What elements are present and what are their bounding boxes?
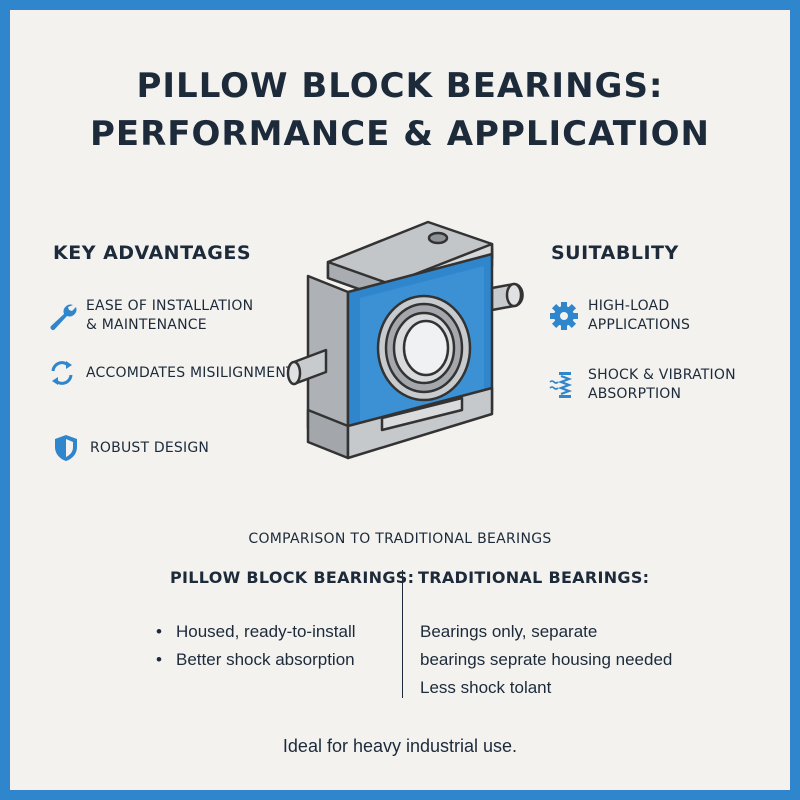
column-divider — [402, 570, 403, 698]
spring-icon — [548, 369, 580, 401]
list-item: Housed, ready-to-install — [156, 618, 356, 646]
wrench-icon — [46, 300, 78, 332]
rotate-arrows-icon — [46, 357, 78, 389]
advantage-label: EASE OF INSTALLATION & MAINTENANCE — [86, 298, 254, 333]
pillow-block-bearing-illustration — [286, 220, 524, 460]
suitability-item-high-load: HIGH-LOAD APPLICATIONS — [548, 297, 690, 335]
traditional-list: Bearings only, separate bearings seprate… — [420, 618, 672, 702]
suitability-item-shock: SHOCK & VIBRATION ABSORPTION — [548, 366, 736, 404]
list-item: Bearings only, separate — [420, 622, 598, 641]
advantage-label: ACCOMDATES MISILIGNMENT — [86, 364, 295, 381]
suitability-heading: SUITABLITY — [551, 242, 679, 264]
pillow-bullet-list: Housed, ready-to-install Better shock ab… — [156, 618, 356, 674]
traditional-column-heading: TRADITIONAL BEARINGS: — [418, 568, 650, 587]
advantage-item-robust: ROBUST DESIGN — [50, 432, 209, 464]
suitability-label: HIGH-LOAD APPLICATIONS — [588, 298, 691, 333]
list-item: Better shock absorption — [156, 646, 356, 674]
footer-note: Ideal for heavy industrial use. — [282, 736, 518, 756]
advantage-item-misalignment: ACCOMDATES MISILIGNMENT — [46, 357, 295, 389]
comparison-heading: COMPARISON TO TRADITIONAL BEARINGS — [248, 531, 552, 547]
suitability-label: SHOCK & VIBRATION ABSORPTION — [588, 367, 736, 402]
page-title-line-2: PERFORMANCE & APPLICATION — [89, 114, 711, 154]
advantage-label: ROBUST DESIGN — [90, 439, 210, 456]
list-item: bearings seprate housing needed — [420, 650, 673, 669]
key-advantages-heading: KEY ADVANTAGES — [53, 242, 252, 264]
gear-icon — [548, 300, 580, 332]
list-item: Less shock tolant — [420, 678, 552, 697]
advantage-item-installation: EASE OF INSTALLATION & MAINTENANCE — [46, 297, 253, 335]
shield-icon — [50, 432, 82, 464]
pillow-column-heading: PILLOW BLOCK BEARINGS: — [170, 568, 415, 587]
page-title-line-1: PILLOW BLOCK BEARINGS: — [136, 66, 664, 106]
